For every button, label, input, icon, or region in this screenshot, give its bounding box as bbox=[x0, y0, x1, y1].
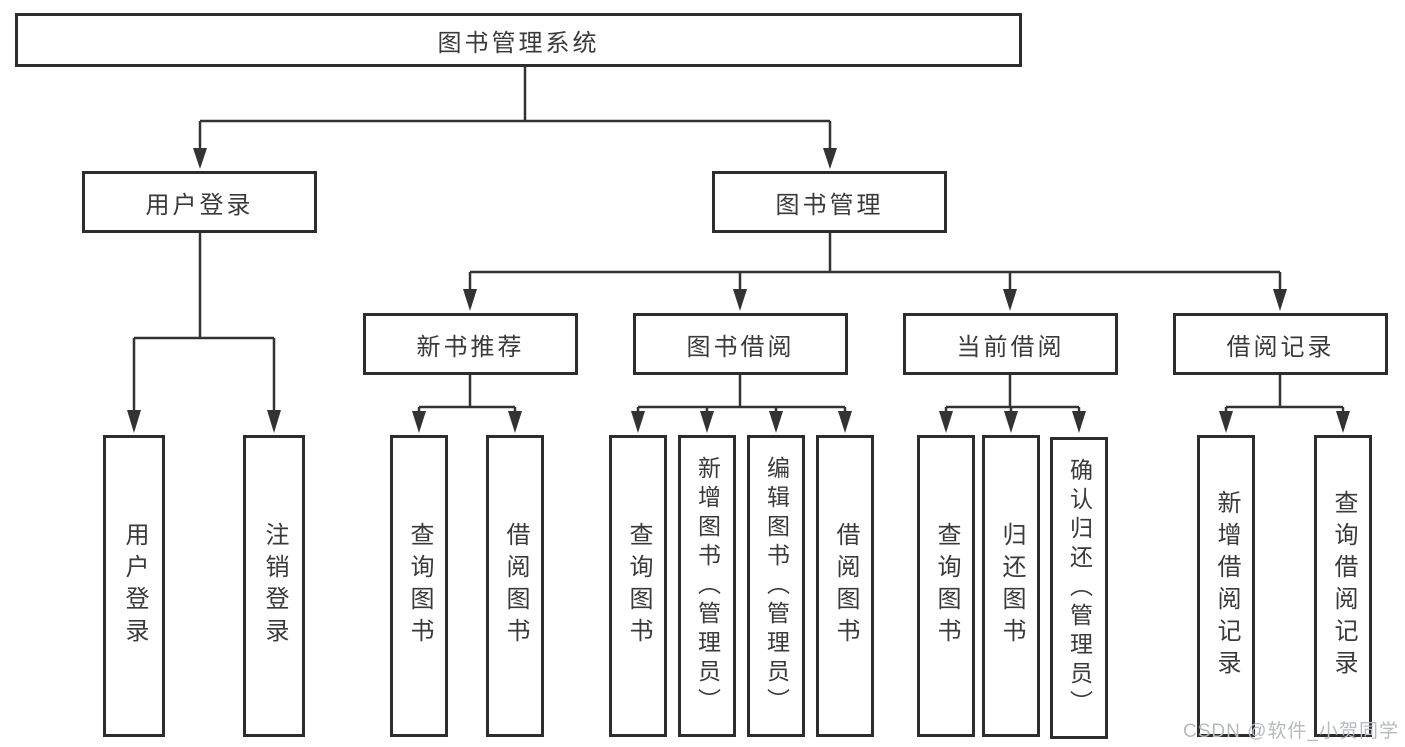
node-current-borrowing: 当前借阅 bbox=[903, 313, 1118, 375]
csdn-watermark: CSDN @软件_小贺同学 bbox=[1183, 721, 1399, 742]
arrowhead bbox=[939, 411, 953, 433]
connector-root bbox=[200, 67, 830, 123]
connector-records bbox=[1226, 375, 1343, 409]
connector-book-management bbox=[470, 233, 1280, 274]
leaf-logout: 注销登录 bbox=[243, 435, 305, 737]
leaf-query-books-current: 查询图书 bbox=[917, 435, 975, 737]
arrowhead bbox=[1072, 411, 1086, 433]
arrowhead bbox=[127, 410, 141, 433]
arrowhead bbox=[1273, 289, 1287, 311]
leaf-borrow-books-recommend: 借阅图书 bbox=[486, 435, 544, 737]
node-user-login: 用户登录 bbox=[82, 171, 317, 233]
arrowhead bbox=[733, 289, 747, 311]
arrowhead bbox=[1004, 411, 1018, 433]
arrowhead bbox=[267, 410, 281, 433]
leaf-confirm-return-admin: 确认归还（管理员） bbox=[1050, 437, 1108, 739]
connector-user-login bbox=[134, 233, 274, 340]
arrowhead bbox=[1003, 289, 1017, 311]
arrowhead bbox=[1219, 411, 1233, 433]
arrowhead bbox=[769, 411, 783, 433]
connector-borrow bbox=[638, 375, 845, 409]
arrowhead bbox=[631, 411, 645, 433]
connector-current bbox=[946, 375, 1079, 409]
leaf-borrow-books: 借阅图书 bbox=[816, 435, 874, 737]
arrowhead bbox=[700, 411, 714, 433]
leaf-add-books-admin: 新增图书（管理员） bbox=[678, 435, 736, 737]
arrowhead bbox=[193, 148, 207, 169]
leaf-add-borrow-record: 新增借阅记录 bbox=[1197, 435, 1255, 737]
node-new-book-recommendation: 新书推荐 bbox=[363, 313, 578, 375]
leaf-user-login: 用户登录 bbox=[103, 435, 165, 737]
leaf-query-books-borrow: 查询图书 bbox=[609, 435, 667, 737]
arrowhead bbox=[463, 289, 477, 311]
node-borrowing-records: 借阅记录 bbox=[1173, 313, 1388, 375]
node-book-management: 图书管理 bbox=[712, 171, 947, 233]
leaf-edit-books-admin: 编辑图书（管理员） bbox=[747, 435, 805, 737]
leaf-query-borrow-record: 查询借阅记录 bbox=[1314, 435, 1372, 737]
arrowhead bbox=[412, 411, 426, 433]
arrowhead bbox=[838, 411, 852, 433]
arrowhead bbox=[1336, 411, 1350, 433]
node-library-management-system: 图书管理系统 bbox=[15, 13, 1022, 67]
connector-new-books bbox=[419, 375, 515, 409]
arrowhead bbox=[823, 148, 837, 169]
arrowhead bbox=[508, 411, 522, 433]
node-book-borrowing: 图书借阅 bbox=[633, 313, 848, 375]
leaf-query-books-recommend: 查询图书 bbox=[390, 435, 448, 737]
leaf-return-books: 归还图书 bbox=[982, 435, 1040, 737]
